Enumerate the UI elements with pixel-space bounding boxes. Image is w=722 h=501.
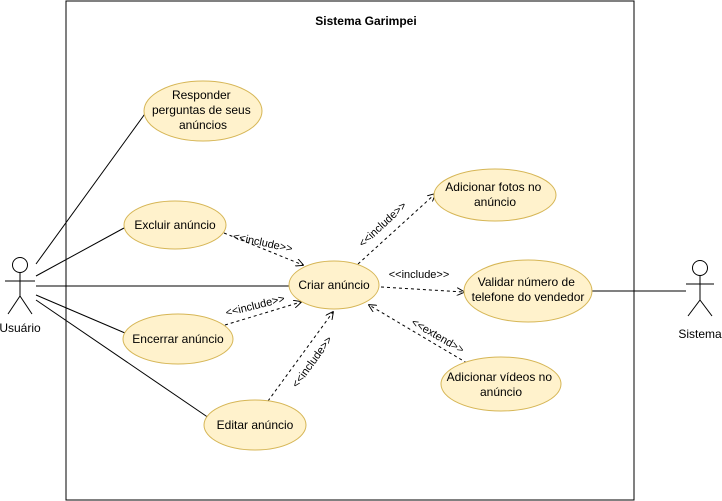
svg-text:Responder perguntas de s: Responder perguntas de seus anúncios [152,88,254,132]
videos-line-1: Adicionar vídeos no [447,370,553,384]
encerrar-label: Encerrar anúncio [132,332,224,346]
dependency-excluir-criar [223,232,303,265]
responder-line-2: perguntas de seus [152,103,251,117]
actor-usuario-label: Usuário [0,321,41,335]
stick-figure-icon [686,260,714,317]
use-case-excluir-anuncio[interactable]: Excluir anúncio [123,200,227,250]
responder-line-1: Responder [172,88,231,102]
association-responder [35,110,148,265]
fotos-line-1: Adicionar fotos no [445,180,541,194]
system-title: Sistema Garimpei [315,14,416,28]
actor-sistema[interactable]: Sistema [678,260,722,342]
use-case-adicionar-fotos[interactable]: Adicionar fotos no anúncio [433,168,557,222]
actor-sistema-label: Sistema [678,327,722,341]
svg-text:Adicionar fotos no anúnc: Adicionar fotos no anúncio [445,180,544,209]
dependency-encerrar-criar [224,302,301,326]
actor-usuario[interactable]: Usuário [0,257,41,336]
use-case-responder-perguntas[interactable]: Responder perguntas de seus anúncios [143,80,263,142]
responder-line-3: anúncios [179,118,227,132]
use-case-editar-anuncio[interactable]: Editar anúncio [203,399,307,451]
svg-text:Adicionar vídeos no anún: Adicionar vídeos no anúncio [447,370,556,399]
use-case-validar-telefone[interactable]: Validar número de telefone do vendedor [463,259,593,323]
dependency-criar-fotos [357,194,435,265]
dependency-criar-validar [380,286,464,292]
dependency-editar-criar [267,312,333,402]
use-case-encerrar-anuncio[interactable]: Encerrar anúncio [122,313,234,365]
system-boundary [65,0,635,501]
fotos-line-2: anúncio [474,195,516,209]
validar-line-1: Validar número de [478,275,575,289]
association-encerrar [35,294,126,334]
videos-line-2: anúncio [480,385,522,399]
association-editar [35,299,210,419]
editar-label: Editar anúncio [217,418,294,432]
svg-text:Validar número de telefo: Validar número de telefone do vendedor [472,275,585,304]
use-case-criar-anuncio[interactable]: Criar anúncio [288,260,380,310]
validar-line-2: telefone do vendedor [472,290,585,304]
dependency-videos-criar [369,305,468,364]
excluir-label: Excluir anúncio [134,218,216,232]
label-include-validar: <<include>> [389,269,450,281]
criar-label: Criar anúncio [298,278,370,292]
use-case-adicionar-videos[interactable]: Adicionar vídeos no anúncio [440,356,562,412]
association-excluir [35,227,125,277]
stick-figure-icon [5,257,35,315]
